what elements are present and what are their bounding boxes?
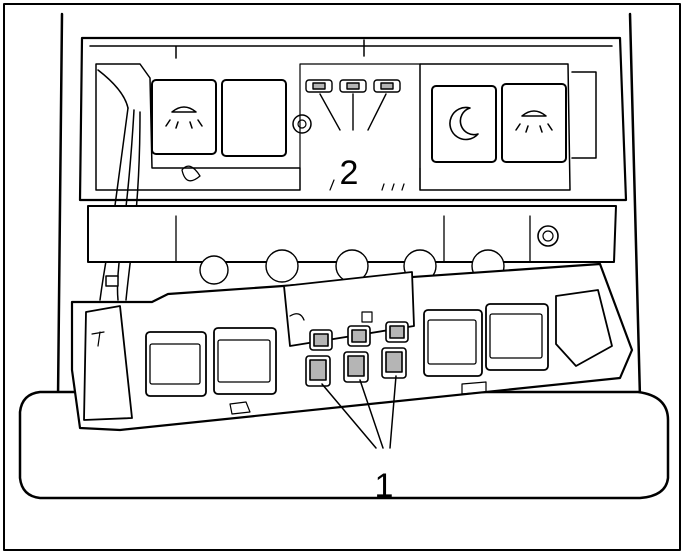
screw-head bbox=[537, 225, 559, 247]
switch-slot bbox=[423, 309, 483, 377]
mount-boss bbox=[265, 249, 299, 283]
reading-lamp-switch-left bbox=[151, 79, 217, 155]
switch-slot bbox=[213, 327, 277, 395]
lower-switch-panel bbox=[70, 262, 634, 432]
night-lamp-switch bbox=[431, 85, 497, 163]
housing-outline bbox=[56, 12, 642, 400]
callout-2: 2 bbox=[340, 154, 359, 192]
sensor-ring bbox=[292, 114, 312, 134]
middle-console bbox=[87, 205, 617, 285]
switch-blank-left bbox=[221, 79, 287, 157]
leader-lines-2 bbox=[319, 93, 387, 131]
upper-console bbox=[78, 36, 628, 202]
lamp-icon bbox=[165, 106, 203, 129]
reading-lamp-switch-right bbox=[501, 83, 567, 163]
lamp-icon bbox=[515, 110, 553, 133]
leader-lines-1 bbox=[321, 375, 397, 449]
switch-slot bbox=[145, 331, 207, 397]
led-switch-group bbox=[305, 321, 409, 387]
mount-boss bbox=[199, 255, 229, 285]
moon-icon bbox=[449, 106, 479, 141]
switch-slot bbox=[485, 303, 549, 371]
callout-1: 1 bbox=[375, 467, 394, 505]
led-indicator-row bbox=[305, 79, 401, 93]
